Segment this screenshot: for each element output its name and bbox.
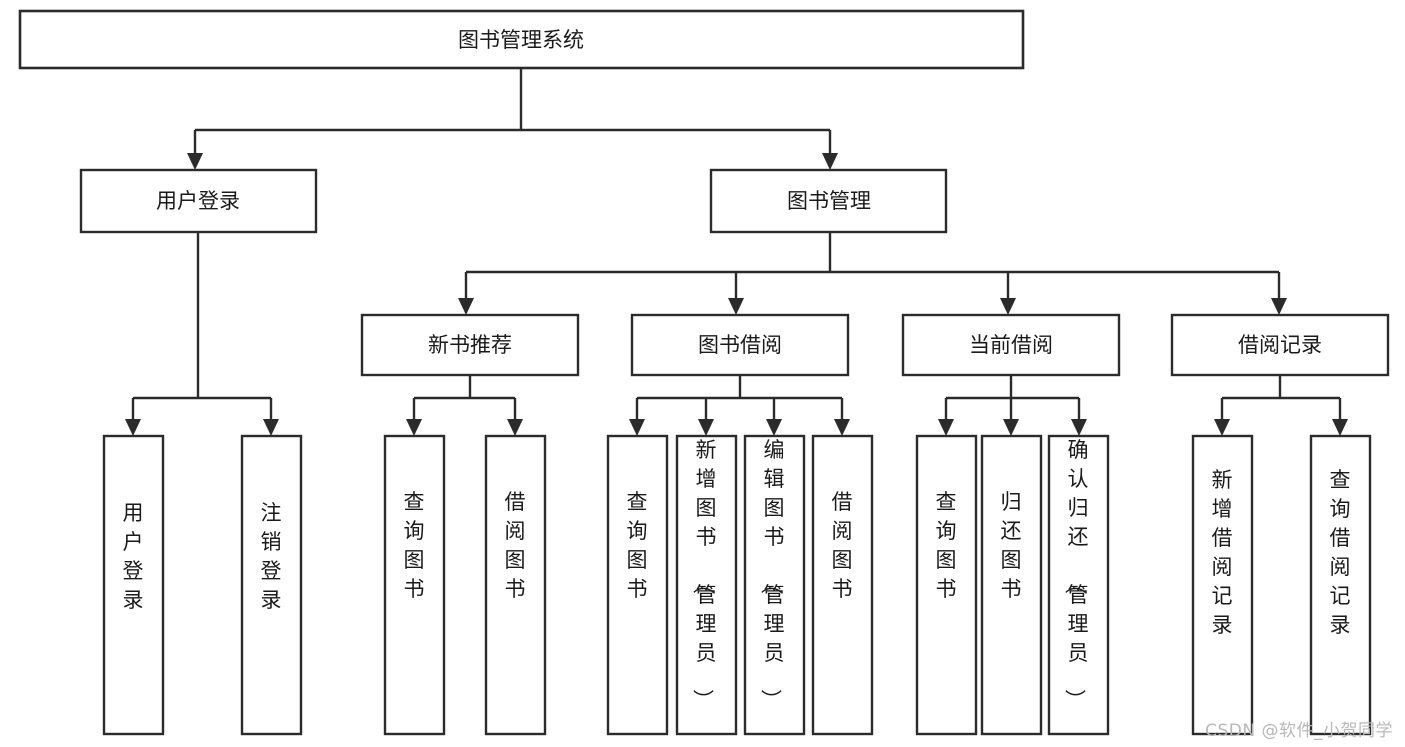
node-user-login[interactable]: 用户登录: [79, 168, 318, 234]
node-current-borrow[interactable]: 当前借阅: [901, 313, 1121, 377]
node-user-login-label: 用户登录: [156, 189, 240, 213]
node-new-book-recommend-box[interactable]: [360, 313, 580, 377]
leaf-node[interactable]: 用户登录: [102, 434, 165, 736]
leaf-user-login-box[interactable]: [102, 434, 165, 736]
arrow-head-leaf-logout: [263, 419, 279, 436]
arrow-head-leaf-bb-edit: [766, 419, 782, 436]
leaf-cb-return-label: 归还图书: [1001, 490, 1022, 601]
leaf-br-add-box[interactable]: [1191, 434, 1254, 736]
leaf-user-login-label: 用户登录: [123, 501, 144, 612]
leaf-logout-label: 注销登录: [261, 501, 282, 612]
leaf-node[interactable]: 查询借阅记录: [1309, 434, 1372, 736]
leaf-cb-confirm-box[interactable]: [1047, 434, 1110, 736]
node-book-borrow-label: 图书借阅: [698, 333, 782, 357]
leaf-nb-borrow-box[interactable]: [484, 434, 547, 736]
node-new-book-recommend[interactable]: 新书推荐: [360, 313, 580, 377]
node-root[interactable]: 图书管理系统: [18, 9, 1025, 70]
node-root-box[interactable]: [18, 9, 1025, 70]
csdn-watermark: CSDN @软件_小贺同学: [1205, 721, 1393, 741]
node-book-manage[interactable]: 图书管理: [709, 168, 948, 234]
arrow-head-leaf-cb-return: [1003, 419, 1019, 436]
connector-group-borrow-record-to-leaves: [1214, 375, 1348, 436]
arrow-head-leaf-bb-add: [698, 419, 714, 436]
leaf-br-query-label: 查询借阅记录: [1330, 468, 1351, 637]
node-user-login-box[interactable]: [79, 168, 318, 234]
arrow-head-leaf-nb-borrow: [507, 419, 523, 436]
node-book-manage-label: 图书管理: [787, 189, 871, 213]
arrow-head-leaf-nb-query: [406, 419, 422, 436]
connector-group-book-manage-to-level3: [458, 232, 1287, 315]
leaf-cb-return-box[interactable]: [980, 434, 1043, 736]
arrow-head-leaf-bb-query: [629, 419, 645, 436]
node-book-borrow[interactable]: 图书借阅: [630, 313, 850, 377]
leaf-cb-confirm-label: 确认归还（管理员）: [1063, 438, 1089, 710]
node-new-book-recommend-label: 新书推荐: [428, 333, 512, 357]
leaf-node[interactable]: 查询图书: [606, 434, 669, 736]
leaf-cb-query-label: 查询图书: [936, 490, 957, 601]
leaf-node[interactable]: 借阅图书: [811, 434, 874, 736]
leaf-nb-query-label: 查询图书: [404, 490, 425, 601]
leaf-br-add-label: 新增借阅记录: [1212, 468, 1233, 637]
leaf-cb-query-box[interactable]: [915, 434, 978, 736]
arrow-head-leaf-cb-confirm: [1071, 419, 1087, 436]
connector-group-current-borrow-to-leaves: [938, 375, 1087, 436]
node-book-manage-box[interactable]: [709, 168, 948, 234]
arrow-head-leaf-cb-query: [938, 419, 954, 436]
leaf-bb-borrow-box[interactable]: [811, 434, 874, 736]
leaf-bb-query-box[interactable]: [606, 434, 669, 736]
node-borrow-record[interactable]: 借阅记录: [1170, 313, 1390, 377]
leaf-node[interactable]: 归还图书: [980, 434, 1043, 736]
leaf-node[interactable]: 编辑图书（管理员）: [743, 434, 806, 736]
leaf-nb-query-box[interactable]: [383, 434, 446, 736]
leaf-node[interactable]: 借阅图书: [484, 434, 547, 736]
leaf-bb-edit-label: 编辑图书（管理员）: [759, 438, 785, 710]
arrow-head-borrow-record: [1271, 298, 1287, 315]
node-current-borrow-label: 当前借阅: [969, 333, 1053, 357]
leaf-node[interactable]: 新增图书（管理员）: [675, 434, 738, 736]
leaf-node[interactable]: 查询图书: [383, 434, 446, 736]
leaf-logout-box[interactable]: [240, 434, 303, 736]
connector-group-root-to-level2: [187, 68, 838, 170]
leaf-bb-query-label: 查询图书: [627, 490, 648, 601]
node-borrow-record-label: 借阅记录: [1238, 333, 1322, 357]
connector-group-book-borrow-to-leaves: [629, 375, 850, 436]
node-root-label: 图书管理系统: [458, 28, 584, 52]
arrow-head-leaf-br-query: [1332, 419, 1348, 436]
node-book-borrow-box[interactable]: [630, 313, 850, 377]
arrow-head-current-borrow: [1000, 298, 1016, 315]
leaf-nb-borrow-label: 借阅图书: [505, 490, 526, 601]
leaf-bb-borrow-label: 借阅图书: [832, 490, 853, 601]
arrow-head-leaf-user-login: [125, 419, 141, 436]
arrow-head-user-login: [187, 153, 203, 170]
arrow-head-leaf-br-add: [1214, 419, 1230, 436]
arrow-head-book-manage: [822, 153, 838, 170]
arrow-head-new-book: [458, 298, 474, 315]
arrow-head-leaf-bb-borrow: [834, 419, 850, 436]
node-borrow-record-box[interactable]: [1170, 313, 1390, 377]
node-current-borrow-box[interactable]: [901, 313, 1121, 377]
leaf-node[interactable]: 注销登录: [240, 434, 303, 736]
connector-group-new-book-to-leaves: [406, 375, 523, 436]
arrow-head-book-borrow: [728, 298, 744, 315]
leaf-node[interactable]: 查询图书: [915, 434, 978, 736]
leaf-node[interactable]: 确认归还（管理员）: [1047, 434, 1110, 736]
connector-group-user-login-to-leaves: [125, 232, 279, 436]
leaf-bb-add-label: 新增图书（管理员）: [691, 438, 717, 710]
leaf-br-query-box[interactable]: [1309, 434, 1372, 736]
leaf-bb-edit-box[interactable]: [743, 434, 806, 736]
leaf-node[interactable]: 新增借阅记录: [1191, 434, 1254, 736]
leaf-bb-add-box[interactable]: [675, 434, 738, 736]
